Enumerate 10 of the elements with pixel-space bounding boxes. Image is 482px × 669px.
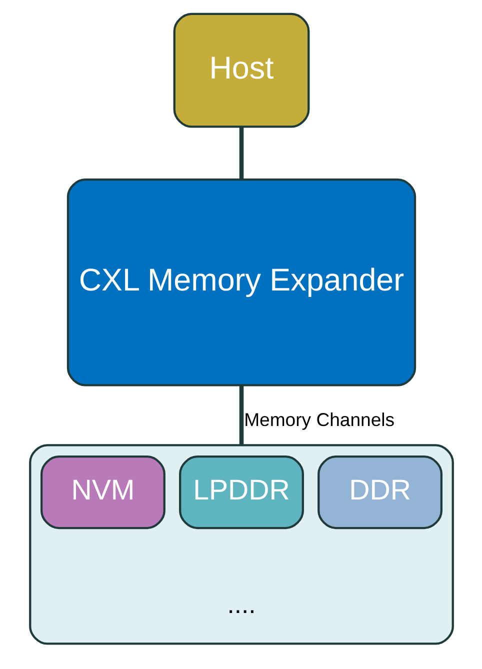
- node-box: CXL Memory Expander: [66, 178, 416, 386]
- edge-label: Memory Channels: [244, 408, 394, 430]
- node-box: Host: [172, 12, 310, 128]
- connector: [238, 386, 244, 446]
- node-box: LPDDR: [178, 456, 304, 530]
- node-box: DDR: [317, 456, 442, 530]
- node-box: NVM: [40, 456, 165, 530]
- label: ....: [226, 590, 256, 619]
- connector: [238, 127, 244, 180]
- cluster: [28, 444, 454, 645]
